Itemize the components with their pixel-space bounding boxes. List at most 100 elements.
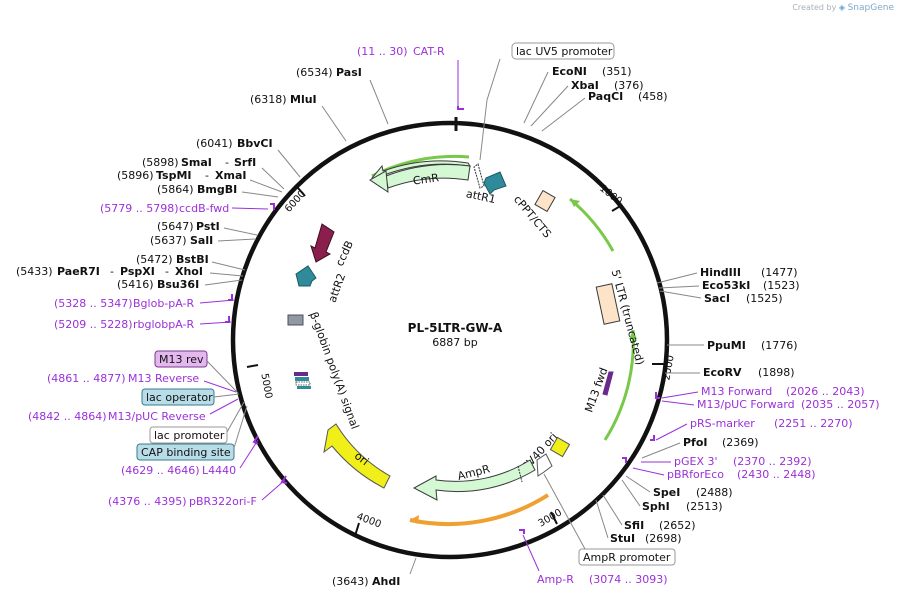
l4440-range: (4629 .. 4646) (121, 464, 200, 477)
ecorv-site[interactable]: EcoRV (1898) (665, 366, 795, 379)
m13reverse-leader (203, 380, 237, 393)
econi-leader (523, 71, 549, 124)
lac-operator-label[interactable]: lac operator (141, 388, 240, 406)
m13-puc-reverse-primer[interactable]: (4842 .. 4864) M13/pUC Reverse (28, 398, 239, 423)
m13puc-rev-name: M13/pUC Reverse (108, 410, 206, 423)
lac-uv5-promoter-label[interactable]: lac UV5 promoter (479, 42, 615, 161)
amp-r-arrow-icon (519, 529, 525, 534)
spei-site[interactable]: SpeI (2488) (625, 475, 733, 499)
backbone-circle (230, 120, 670, 560)
bmgbi-site[interactable]: (5864) BmgBI (157, 183, 279, 198)
ppumi-pos: (1776) (761, 339, 798, 352)
lacprom-text: lac promoter (154, 429, 225, 442)
psti-name: PstI (196, 220, 220, 233)
pbr322ori-f-primer[interactable]: (4376 .. 4395) pBR322ori-F (108, 475, 288, 508)
rbglobpa-r-primer[interactable]: (5209 .. 5228) rbglobpA-R (54, 316, 232, 331)
tick-label-1000: 1000 (597, 183, 624, 207)
m13-puc-forward-primer[interactable]: M13/pUC Forward (2035 .. 2057) (661, 398, 880, 411)
sali-site[interactable]: (5637) SalI (150, 234, 257, 247)
tspmi-site[interactable]: (5896) TspMI - XmaI (117, 169, 283, 193)
econi-site[interactable]: EcoNI (351) (523, 65, 632, 124)
plasmid-length: 6887 bp (432, 336, 477, 349)
pgex-3-primer[interactable]: pGEX 3' (2370 .. 2392) (641, 455, 812, 468)
m13-fwd-feature (602, 371, 614, 396)
cat-r-primer[interactable]: (11 .. 30) CAT-R (357, 45, 464, 110)
xbai-leader (530, 85, 569, 127)
cap-binding-site-label[interactable]: CAP binding site (136, 405, 248, 461)
bglob-pa-r-primer[interactable]: (5328 .. 5347) Bglob-pA-R (54, 294, 235, 310)
lac-uv5-leader (486, 58, 501, 101)
l4440-primer[interactable]: (4629 .. 4646) L4440 (121, 435, 259, 477)
eco53ki-pos: (1523) (763, 279, 800, 292)
smai-site[interactable]: (5898) SmaI - SrfI (142, 156, 285, 190)
tick-3000 (550, 511, 558, 525)
lac-uv5-leader-2 (479, 99, 488, 161)
credit-brand: SnapGene (847, 3, 894, 13)
lac-uv5-text: lac UV5 promoter (516, 45, 613, 58)
pbrforeco-name: pBRforEco (667, 468, 724, 481)
saci-site[interactable]: SacI (1525) (659, 290, 783, 305)
m13rev-mark (294, 372, 308, 376)
sfii-pos: (2652) (659, 519, 696, 532)
smai-sep: - (225, 156, 229, 169)
m13rev-box (154, 350, 208, 368)
psti-site[interactable]: (5647) PstI (157, 220, 258, 236)
paer7i-site[interactable]: (5433) PaeR7I - PspXI - XhoI (16, 265, 244, 278)
prs-marker-primer[interactable]: pRS-marker (2251 .. 2270) (650, 417, 853, 441)
mlui-name: MluI (290, 93, 317, 106)
ampr-promoter-label[interactable]: AmpR promoter (543, 473, 676, 566)
ampr-arc-head (410, 515, 419, 524)
sphi-name: SphI (642, 500, 670, 513)
xbai-pos: (376) (614, 79, 644, 92)
amp-r-name: Amp-R (537, 573, 574, 586)
ccdb-fwd-leader (231, 207, 269, 210)
pbrforeco-primer[interactable]: pBRforEco (2430 .. 2448) (622, 457, 816, 481)
eco53ki-site[interactable]: Eco53kI (1523) (658, 279, 800, 292)
m13reverse-name: M13 Reverse (128, 372, 199, 385)
m13-forward-primer[interactable]: M13 Forward (2026 .. 2043) (655, 385, 865, 399)
mlui-site[interactable]: (6318) MluI (250, 93, 347, 142)
sfii-site[interactable]: SfiI (2652) (602, 494, 696, 532)
lac-promoter-label[interactable]: lac promoter (149, 401, 245, 444)
paqci-site[interactable]: PaqCI (458) (541, 90, 668, 132)
bstbi-leader (211, 261, 246, 271)
amp-r-leader (522, 534, 540, 572)
sv40-feature (549, 436, 571, 458)
bsu36i-site[interactable]: (5416) Bsu36I (117, 278, 243, 291)
sphi-site[interactable]: SphI (2513) (621, 479, 723, 513)
ccdb-label: ccdB (333, 239, 356, 269)
ppumi-name: PpuMI (707, 339, 746, 352)
bbvci-site[interactable]: (6041) BbvCI (196, 137, 301, 178)
sali-pos: (5637) (150, 234, 187, 247)
m13-rev-feature-label[interactable]: M13 rev (154, 350, 239, 394)
hindiii-site[interactable]: HindIII (1477) (656, 266, 798, 284)
rbglob-arrow-icon (225, 316, 230, 323)
l4440-name: L4440 (202, 464, 236, 477)
pasi-pos: (6534) (296, 66, 333, 79)
lacop-leader (213, 393, 240, 398)
stui-site[interactable]: StuI (2698) (595, 499, 682, 545)
l4440-arrow-icon (252, 435, 259, 445)
bglobin-feature (287, 314, 304, 326)
ahdi-site[interactable]: (3643) AhdI (332, 557, 417, 588)
lacprom-box (149, 426, 228, 444)
mlui-pos: (6318) (250, 93, 287, 106)
xbai-site[interactable]: XbaI (376) (530, 79, 644, 127)
bstbi-site[interactable]: (5472) BstBI (136, 253, 246, 271)
m13-reverse-primer[interactable]: (4861 .. 4877) M13 Reverse (47, 372, 237, 393)
bglob-name: Bglob-pA-R (133, 297, 195, 310)
amp-r-primer[interactable]: Amp-R (3074 .. 3093) (519, 529, 668, 586)
pfoi-site[interactable]: PfoI (2369) (641, 436, 759, 459)
pasi-site[interactable]: (6534) PasI (296, 66, 389, 125)
ppumi-site[interactable]: PpuMI (1776) (667, 339, 798, 352)
smai-name: SmaI (181, 156, 212, 169)
cap-text: CAP binding site (141, 446, 231, 459)
ltr-feature (595, 283, 621, 325)
cmr-feature-head (369, 170, 389, 193)
paer7i-sep: - (110, 265, 114, 278)
spei-leader (625, 475, 651, 493)
paer7i-leader (209, 272, 244, 277)
spei-name: SpeI (653, 486, 680, 499)
ccdb-fwd-primer[interactable]: (5779 .. 5798) ccdB-fwd (100, 202, 275, 215)
